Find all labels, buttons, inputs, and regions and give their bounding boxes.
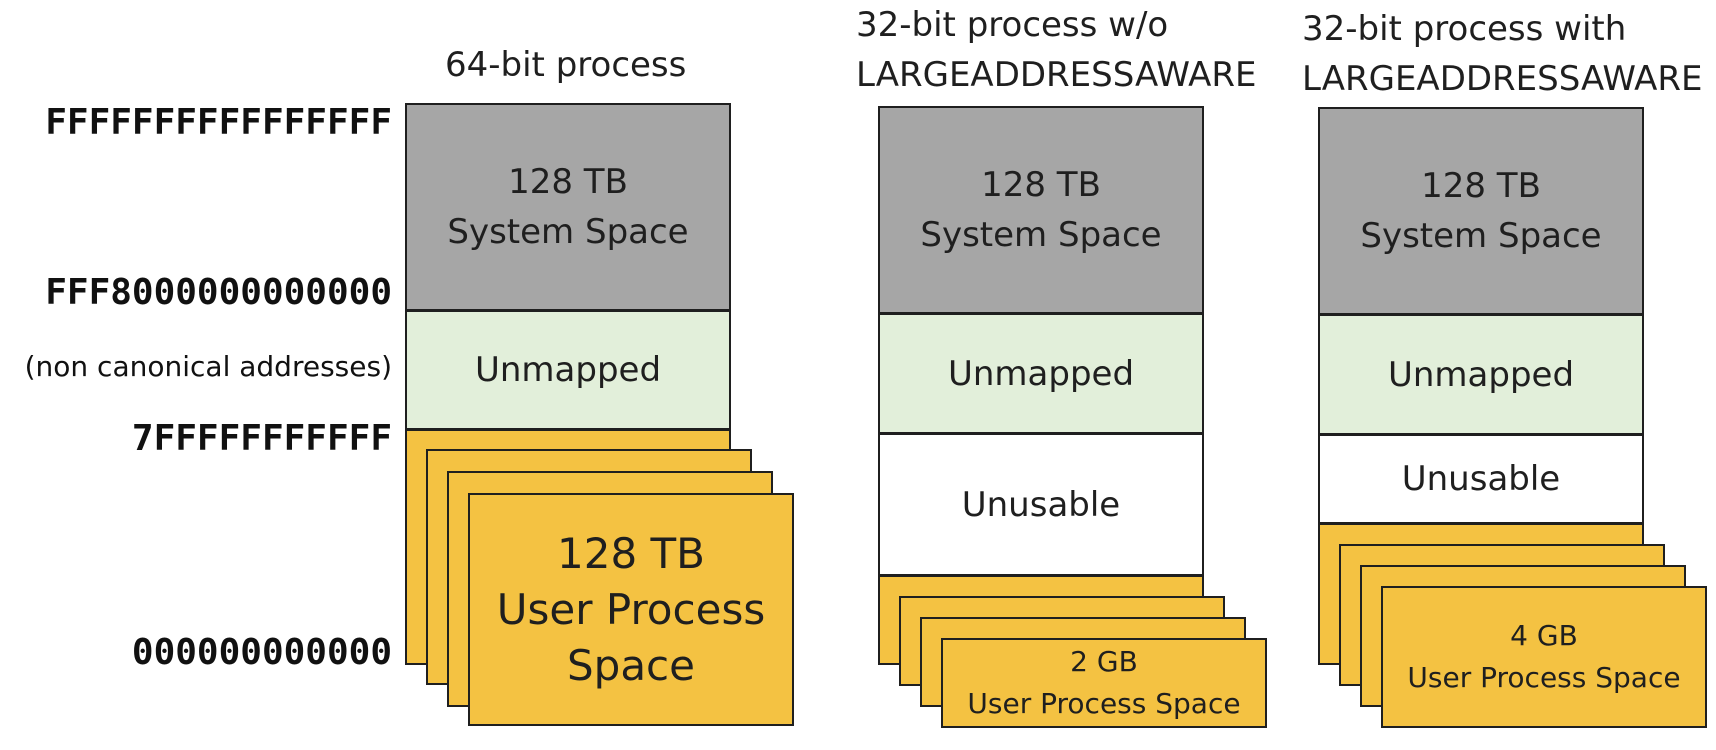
- system-space-block-32bit-without-laa: 128 TB System Space: [878, 106, 1204, 314]
- address-label-system-start: FFF8000000000000: [45, 272, 392, 313]
- address-label-non-canonical: (non canonical addresses): [24, 350, 392, 383]
- unusable-block-32bit-without-laa: Unusable: [878, 433, 1204, 576]
- unmapped-block-32bit-with-laa: Unmapped: [1318, 314, 1644, 435]
- system-space-block-64bit: 128 TB System Space: [405, 103, 731, 311]
- user-space-block-32bit-with-laa: 4 GB User Process Space: [1381, 586, 1707, 728]
- address-label-top: FFFFFFFFFFFFFFFF: [45, 102, 392, 143]
- column-title-64bit: 64-bit process: [445, 45, 687, 85]
- unmapped-block-64bit: Unmapped: [405, 310, 731, 430]
- user-space-block-64bit: 128 TB User Process Space: [468, 493, 794, 726]
- column-title-32bit-without-laa: 32-bit process w/o LARGEADDRESSAWARE: [856, 5, 1257, 95]
- unmapped-block-32bit-without-laa: Unmapped: [878, 313, 1204, 434]
- unusable-block-32bit-with-laa: Unusable: [1318, 434, 1644, 524]
- address-label-user-top: 7FFFFFFFFFFF: [131, 418, 392, 459]
- user-space-block-32bit-without-laa: 2 GB User Process Space: [941, 638, 1267, 728]
- column-title-32bit-with-laa: 32-bit process with LARGEADDRESSAWARE: [1302, 9, 1703, 99]
- system-space-block-32bit-with-laa: 128 TB System Space: [1318, 107, 1644, 315]
- address-label-bottom: 000000000000: [131, 632, 392, 673]
